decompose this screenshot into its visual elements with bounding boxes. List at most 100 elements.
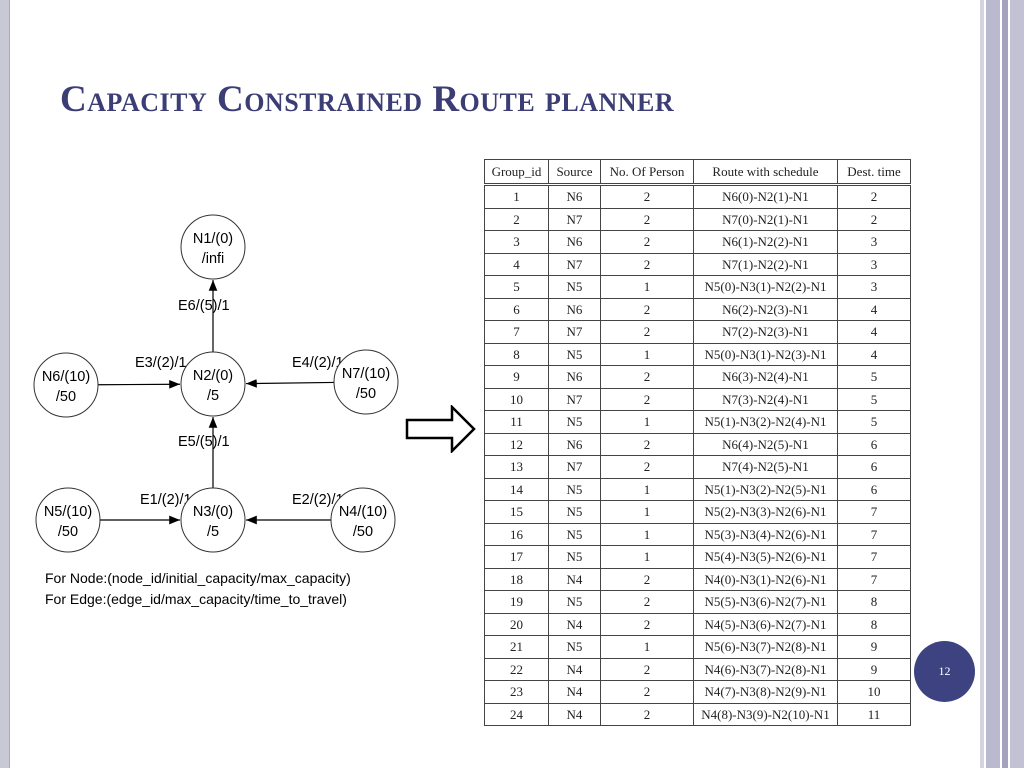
cell-dest-time: 7	[837, 500, 911, 524]
cell-persons: 2	[600, 184, 694, 209]
cell-dest-time: 5	[837, 387, 911, 411]
cell-source: N4	[548, 702, 601, 726]
cell-dest-time: 5	[837, 365, 911, 389]
cell-source: N4	[548, 567, 601, 591]
cell-dest-time: 11	[837, 702, 911, 726]
cell-group-id: 8	[484, 342, 549, 366]
cell-source: N5	[548, 410, 601, 434]
cell-dest-time: 9	[837, 635, 911, 659]
cell-group-id: 19	[484, 590, 549, 614]
node-label-line2: /infi	[202, 251, 225, 267]
cell-route: N6(1)-N2(2)-N1	[693, 230, 838, 254]
cell-source: N7	[548, 455, 601, 479]
edge-e3	[97, 379, 181, 389]
cell-source: N5	[548, 635, 601, 659]
cell-source: N4	[548, 680, 601, 704]
cell-source: N5	[548, 522, 601, 546]
cell-source: N5	[548, 590, 601, 614]
cell-source: N6	[548, 230, 601, 254]
cell-dest-time: 7	[837, 567, 911, 591]
cell-group-id: 10	[484, 387, 549, 411]
cell-dest-time: 3	[837, 275, 911, 299]
cell-source: N4	[548, 612, 601, 636]
node-label-line2: /5	[207, 388, 219, 404]
cell-route: N5(0)-N3(1)-N2(3)-N1	[693, 342, 838, 366]
cell-route: N7(4)-N2(5)-N1	[693, 455, 838, 479]
node-n6: N6/(10)/50	[33, 352, 99, 418]
cell-route: N5(1)-N3(2)-N2(5)-N1	[693, 477, 838, 501]
cell-persons: 2	[600, 612, 694, 636]
cell-dest-time: 7	[837, 545, 911, 569]
cell-persons: 1	[600, 410, 694, 434]
cell-persons: 2	[600, 387, 694, 411]
legend-node: For Node:(node_id/initial_capacity/max_c…	[45, 570, 351, 586]
cell-dest-time: 10	[837, 680, 911, 704]
cell-route: N4(5)-N3(6)-N2(7)-N1	[693, 612, 838, 636]
cell-persons: 2	[600, 657, 694, 681]
cell-persons: 1	[600, 522, 694, 546]
page-number-badge: 12	[914, 641, 975, 702]
cell-source: N5	[548, 477, 601, 501]
cell-dest-time: 8	[837, 612, 911, 636]
cell-route: N7(1)-N2(2)-N1	[693, 252, 838, 276]
node-label-line1: N5/(10)	[44, 504, 92, 520]
cell-source: N6	[548, 184, 601, 209]
cell-persons: 2	[600, 567, 694, 591]
cell-group-id: 12	[484, 432, 549, 456]
node-label-line2: /50	[56, 389, 76, 405]
cell-dest-time: 6	[837, 432, 911, 456]
cell-persons: 2	[600, 590, 694, 614]
cell-group-id: 14	[484, 477, 549, 501]
cell-dest-time: 4	[837, 297, 911, 321]
cell-route: N7(3)-N2(4)-N1	[693, 387, 838, 411]
node-n3: N3/(0)/5	[180, 487, 246, 553]
cell-source: N6	[548, 432, 601, 456]
cell-route: N5(6)-N3(7)-N2(8)-N1	[693, 635, 838, 659]
node-label-line1: N7/(10)	[342, 366, 390, 382]
col-header-persons: No. Of Person	[600, 159, 694, 186]
node-label-line2: /5	[207, 524, 219, 540]
cell-dest-time: 2	[837, 184, 911, 209]
table-header-row: Group_id Source No. Of Person Route with…	[484, 159, 911, 186]
node-label-line2: /50	[58, 524, 78, 540]
cell-route: N4(0)-N3(1)-N2(6)-N1	[693, 567, 838, 591]
node-label-line1: N2/(0)	[193, 368, 233, 384]
cell-group-id: 9	[484, 365, 549, 389]
cell-persons: 2	[600, 297, 694, 321]
node-circle	[33, 352, 99, 418]
cell-group-id: 6	[484, 297, 549, 321]
cell-source: N5	[548, 342, 601, 366]
node-n1: N1/(0) /infi	[180, 214, 246, 280]
cell-persons: 2	[600, 207, 694, 231]
cell-persons: 2	[600, 432, 694, 456]
cell-dest-time: 3	[837, 252, 911, 276]
cell-persons: 1	[600, 500, 694, 524]
cell-route: N5(2)-N3(3)-N2(6)-N1	[693, 500, 838, 524]
col-header-dest-time: Dest. time	[837, 159, 911, 186]
edge-label-e3: E3/(2)/1	[135, 355, 187, 371]
cell-group-id: 16	[484, 522, 549, 546]
cell-persons: 1	[600, 342, 694, 366]
cell-route: N5(0)-N3(1)-N2(2)-N1	[693, 275, 838, 299]
cell-source: N5	[548, 275, 601, 299]
cell-persons: 1	[600, 477, 694, 501]
cell-route: N6(4)-N2(5)-N1	[693, 432, 838, 456]
node-label-line1: N1/(0)	[193, 231, 233, 247]
cell-source: N5	[548, 500, 601, 524]
